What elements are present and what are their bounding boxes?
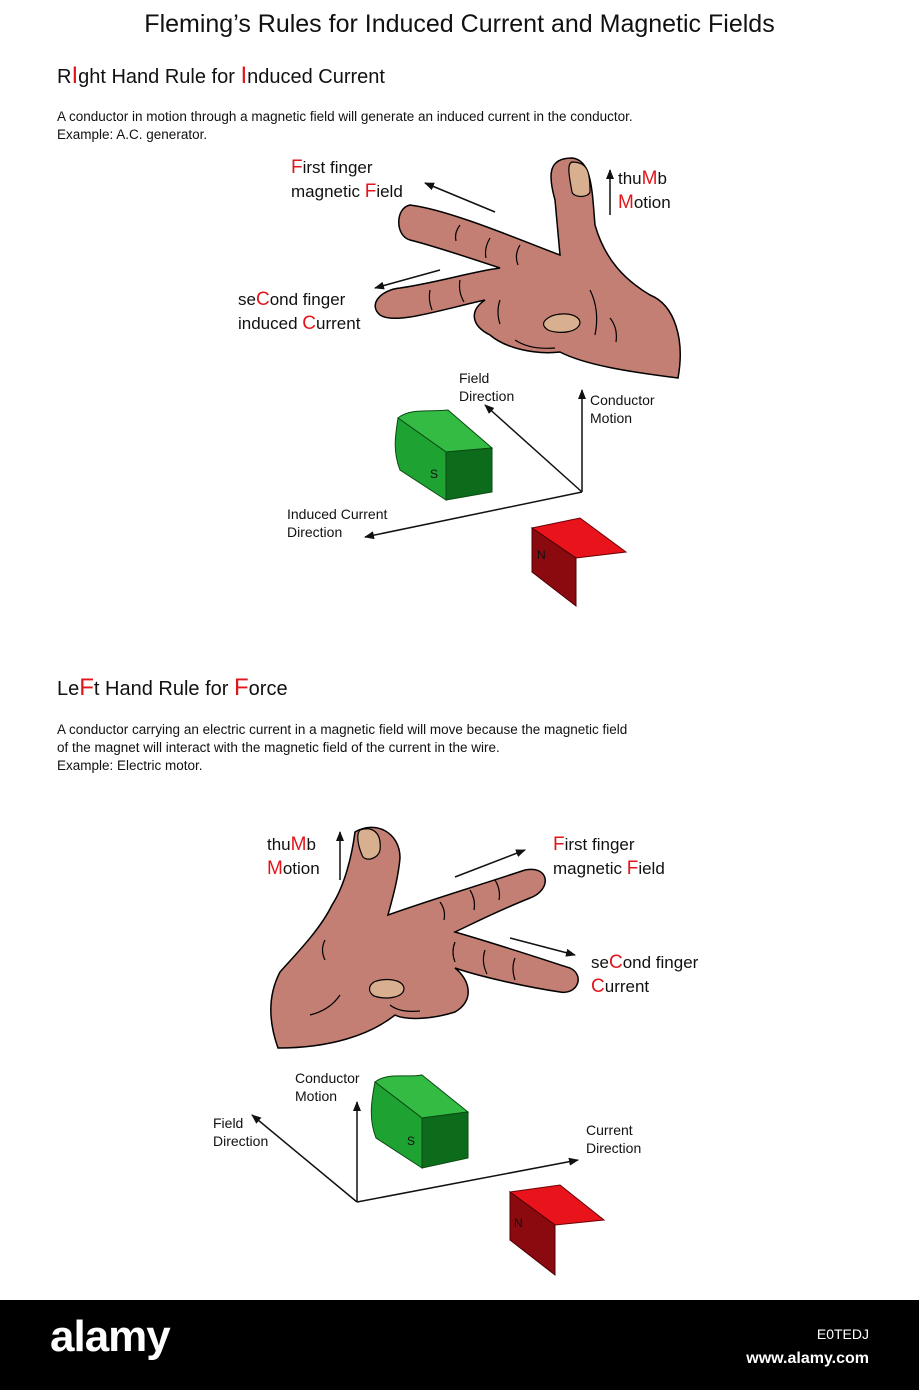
left-first-finger-label: First finger magnetic Field	[553, 834, 665, 879]
fingernail-shape	[368, 978, 405, 999]
page-title: Fleming’s Rules for Induced Current and …	[144, 10, 775, 38]
south-magnet	[394, 409, 494, 501]
current-direction-axis	[364, 491, 583, 540]
stock-footer-bar: alamy E0TEDJ www.alamy.com	[0, 1300, 919, 1390]
image-id: E0TEDJ	[816, 1326, 869, 1342]
left-field-direction-label: Field Direction	[213, 1115, 269, 1149]
left-rule-description: A conductor carrying an electric current…	[57, 722, 628, 773]
right-thumb-label: thuMb Motion	[618, 168, 671, 213]
finger-creases	[428, 224, 617, 349]
right-first-finger-label: First finger magnetic Field	[291, 157, 403, 202]
north-magnet	[508, 1184, 606, 1277]
diagram-artwork	[251, 157, 681, 1277]
left-conductor-motion-label: Conductor Motion	[295, 1070, 360, 1104]
left-thumb-label: thuMb Motion	[267, 834, 320, 879]
right-rule-heading: RIght Hand Rule for Induced Current	[57, 62, 385, 89]
right-current-direction-label: Induced Current Direction	[287, 506, 388, 540]
fingernail-shape	[542, 313, 581, 333]
thumbnail-shape	[357, 828, 381, 860]
south-pole-label: S	[430, 467, 439, 481]
right-rule-description: A conductor in motion through a magnetic…	[57, 109, 633, 142]
left-current-direction-label: Current Direction	[586, 1122, 642, 1156]
second-finger-arrow	[509, 937, 576, 957]
current-direction-axis	[356, 1157, 579, 1203]
first-finger-arrow	[424, 182, 496, 213]
hand-shape	[270, 826, 579, 1049]
north-magnet	[530, 517, 628, 608]
thumbnail-shape	[568, 161, 591, 198]
hand-shape	[374, 157, 681, 379]
second-finger-arrow	[374, 269, 441, 290]
website-link[interactable]: www.alamy.com	[746, 1350, 869, 1367]
field-direction-axis	[484, 404, 583, 493]
alamy-logo: alamy	[50, 1312, 171, 1361]
right-hand-illustration	[374, 157, 681, 379]
left-second-finger-label: seCond finger Current	[591, 952, 699, 997]
left-rule-heading: LeFt Hand Rule for Force	[57, 674, 288, 701]
right-second-finger-label: seCond finger induced Current	[238, 289, 361, 334]
south-pole-label: S	[407, 1134, 416, 1148]
first-finger-arrow	[454, 849, 526, 878]
field-direction-axis	[251, 1114, 358, 1203]
north-pole-label: N	[537, 548, 546, 562]
right-field-direction-label: Field Direction	[459, 370, 515, 404]
left-hand-illustration	[270, 826, 579, 1049]
finger-creases	[309, 879, 516, 1016]
north-pole-label: N	[514, 1216, 523, 1230]
south-magnet	[370, 1074, 470, 1169]
right-conductor-motion-label: Conductor Motion	[590, 392, 655, 426]
